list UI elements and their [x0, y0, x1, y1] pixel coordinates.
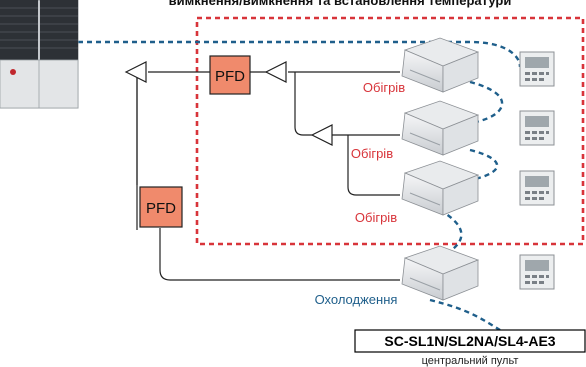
heating-label-1: Обігрів	[363, 80, 405, 95]
pfd-box-upper: PFD	[209, 55, 251, 95]
branch-joint-middle	[310, 124, 333, 146]
heating-zone-border	[195, 16, 585, 246]
cassette-unit-icon	[401, 100, 480, 156]
pfd-box-lower: PFD	[139, 186, 183, 228]
controller-caption: центральний пульт	[422, 355, 519, 367]
branch-joint-main	[124, 61, 147, 83]
remote-controller-icon	[519, 170, 555, 206]
cassette-unit-icon	[401, 160, 480, 216]
refrigerant-pipes	[136, 71, 400, 281]
cooling-label: Охолодження	[315, 292, 398, 307]
remote-controller-icon	[519, 254, 555, 290]
diagram-title: вимкнення/вимкнення та встановлення темп…	[169, 0, 512, 8]
cassette-unit-icon	[401, 245, 480, 301]
branch-joint-upper	[264, 61, 287, 83]
remote-controller-icon	[519, 110, 555, 146]
remote-controller-icon	[519, 51, 555, 87]
svg-text:PFD: PFD	[215, 68, 245, 85]
svg-text:PFD: PFD	[146, 200, 176, 217]
heating-label-2: Обігрів	[351, 146, 393, 161]
outdoor-unit-icon	[0, 0, 79, 109]
controller-model: SC-SL1N/SL2NA/SL4-AE3	[384, 333, 555, 349]
central-controller-box: SC-SL1N/SL2NA/SL4-AE3	[354, 329, 586, 353]
cassette-unit-icon	[401, 37, 480, 93]
heating-label-3: Обігрів	[355, 210, 397, 225]
